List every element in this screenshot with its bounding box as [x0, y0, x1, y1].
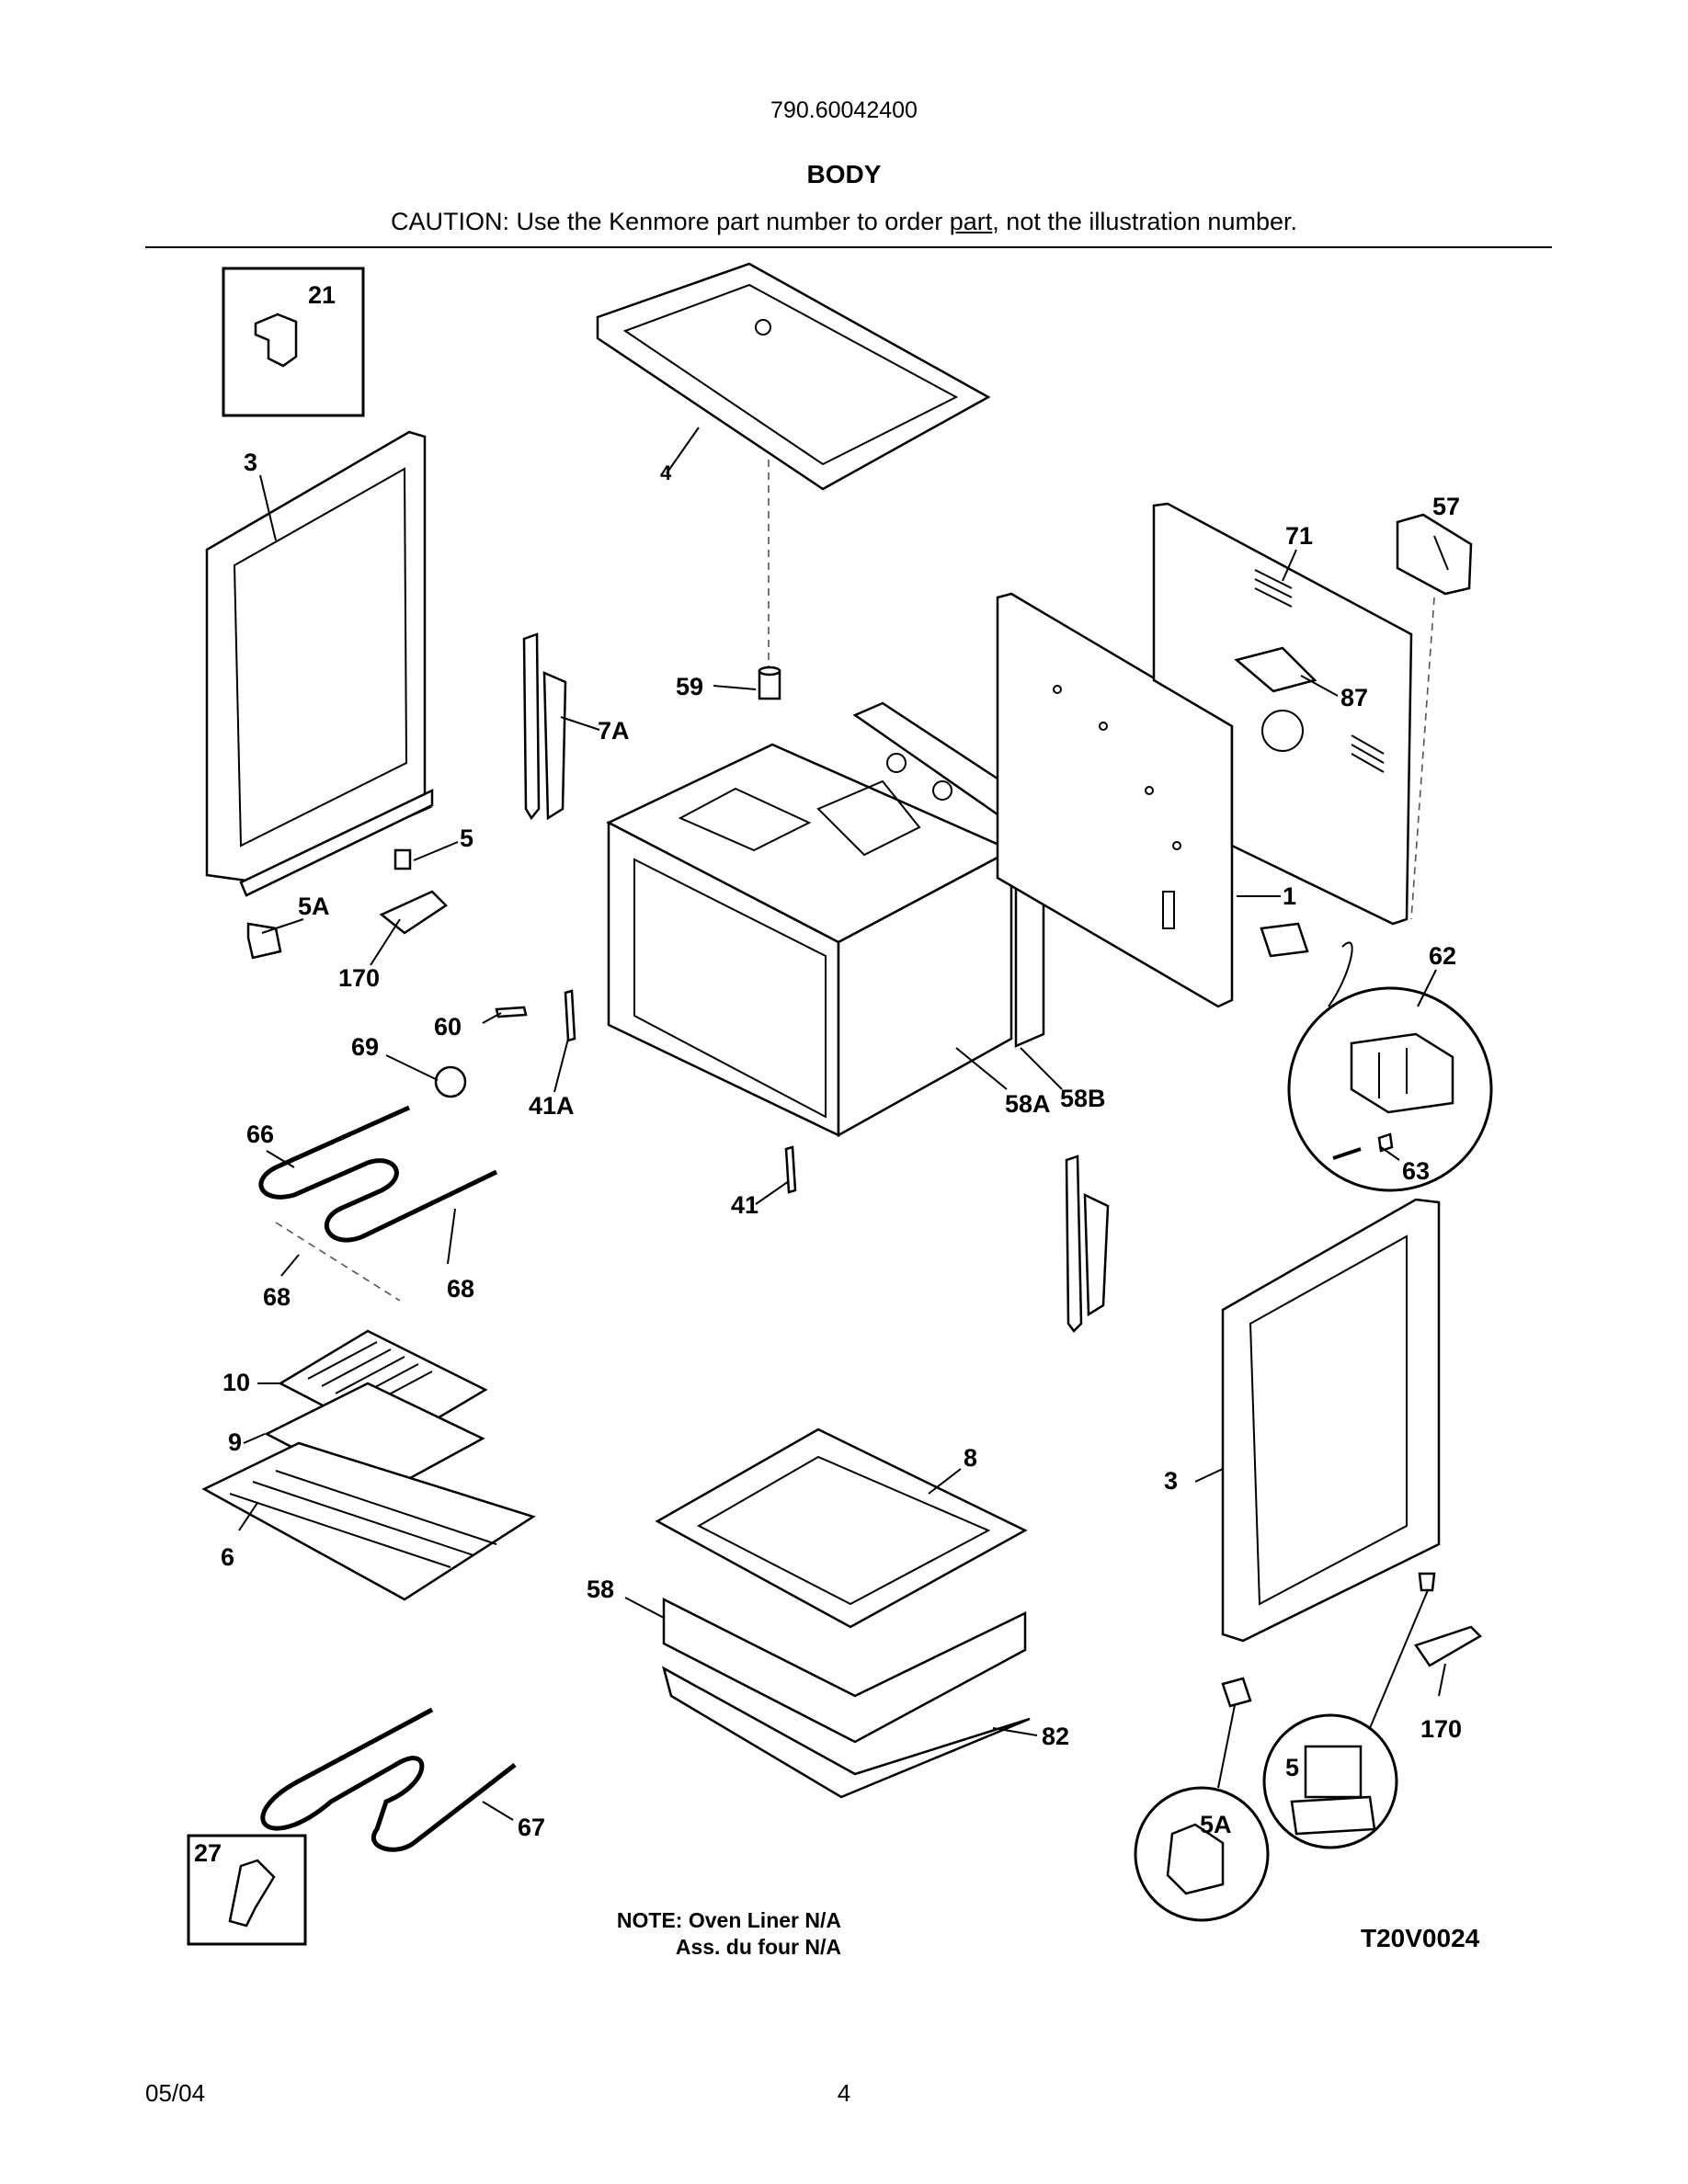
right-hinge — [1065, 1155, 1110, 1333]
part-87 — [1234, 646, 1317, 693]
caution-text-end: , not the illustration number. — [992, 208, 1297, 235]
part-21-inset — [222, 267, 365, 417]
oven-liner-note: NOTE: Oven Liner N/A Ass. du four N/A — [593, 1907, 841, 1961]
right-side-panel — [1221, 1198, 1441, 1643]
part-71-rear-shield — [1152, 502, 1413, 926]
part-27-inset — [187, 1834, 307, 1946]
caution-text: CAUTION: Use the Kenmore part number to … — [0, 208, 1688, 236]
part-60 — [495, 1006, 528, 1018]
callout-5-left: 5 — [460, 825, 473, 852]
part-5-left-foot — [393, 848, 412, 870]
callout-67: 67 — [518, 1814, 545, 1841]
callout-170-left: 170 — [338, 964, 380, 992]
part-5-right-foot — [1418, 1572, 1436, 1592]
callout-68-left: 68 — [263, 1283, 291, 1311]
part-62-detail-circle — [1287, 986, 1493, 1192]
callout-3-right: 3 — [1164, 1467, 1178, 1495]
part-5a-detail-circle — [1134, 1786, 1270, 1922]
callout-82: 82 — [1042, 1723, 1069, 1750]
note-line-1: NOTE: Oven Liner N/A — [616, 1908, 841, 1932]
part-170-right-bracket — [1414, 1625, 1483, 1667]
broil-element — [258, 1105, 498, 1302]
callout-21: 21 — [308, 281, 336, 309]
callout-5a-right: 5A — [1200, 1811, 1232, 1838]
diagram-code: T20V0024 — [1361, 1924, 1480, 1952]
oven-bottom-parts — [655, 1428, 1031, 1799]
callout-68-right: 68 — [447, 1275, 474, 1302]
callout-58: 58 — [587, 1575, 614, 1603]
callout-170-right: 170 — [1420, 1715, 1462, 1743]
part-41a — [564, 989, 576, 1042]
callout-41: 41 — [731, 1191, 758, 1219]
callout-66: 66 — [246, 1120, 274, 1148]
model-number: 790.60042400 — [770, 97, 918, 123]
callout-4: 4 — [660, 461, 672, 484]
callout-69: 69 — [351, 1033, 379, 1061]
part-57-guide — [1410, 597, 1435, 920]
left-side-panel — [205, 430, 434, 897]
part-62-terminal-block — [1260, 922, 1309, 958]
callout-numbers: 21 3 4 57 71 87 59 7A 5 5A 170 60 69 41A… — [194, 281, 1462, 1867]
callout-60: 60 — [434, 1013, 462, 1041]
callout-27: 27 — [194, 1839, 222, 1867]
part-5a-left-leveler — [246, 922, 282, 960]
caution-text-start: CAUTION: Use the Kenmore part number to … — [391, 208, 950, 235]
callout-5-right: 5 — [1285, 1754, 1299, 1781]
page-title: BODY — [806, 160, 882, 188]
callout-1: 1 — [1283, 882, 1296, 910]
callout-3-left: 3 — [244, 449, 257, 476]
part-170-left-bracket — [379, 890, 448, 935]
part-7a-hinge — [522, 632, 567, 821]
part-5-detail-circle — [1262, 1713, 1398, 1849]
footer-page-number: 4 — [837, 2079, 851, 2107]
callout-59: 59 — [676, 673, 703, 700]
broil-pan-parts — [201, 1329, 536, 1601]
callout-10: 10 — [222, 1369, 250, 1396]
part-1-back-panel — [996, 592, 1234, 1008]
callout-62: 62 — [1429, 942, 1456, 970]
caution-text-underlined: part — [949, 208, 993, 235]
footer-date: 05/04 — [145, 2079, 206, 2107]
callout-9: 9 — [228, 1428, 242, 1456]
callout-58b: 58B — [1060, 1085, 1106, 1112]
callout-6: 6 — [221, 1543, 234, 1571]
callout-5a-left: 5A — [298, 893, 330, 920]
callout-leader-lines — [238, 427, 1449, 1821]
part-59 — [758, 665, 781, 700]
callout-58a: 58A — [1005, 1090, 1051, 1118]
part-57 — [1396, 513, 1473, 596]
callout-7a: 7A — [598, 717, 630, 745]
callout-41a: 41A — [529, 1092, 575, 1120]
part-41 — [784, 1145, 797, 1194]
part-5a-right-leveler — [1221, 1677, 1252, 1708]
note-line-2: Ass. du four N/A — [675, 1935, 841, 1959]
callout-8: 8 — [964, 1444, 977, 1472]
callout-87: 87 — [1340, 684, 1368, 711]
part-67-bake-element — [260, 1707, 517, 1852]
part-62-arrow — [1328, 941, 1353, 1007]
top-panel — [596, 262, 991, 491]
oven-body — [606, 743, 1014, 1138]
callout-57: 57 — [1432, 493, 1460, 520]
callout-63: 63 — [1402, 1157, 1430, 1185]
callout-71: 71 — [1285, 522, 1313, 550]
header-rule — [145, 246, 1552, 248]
part-69 — [434, 1065, 467, 1098]
